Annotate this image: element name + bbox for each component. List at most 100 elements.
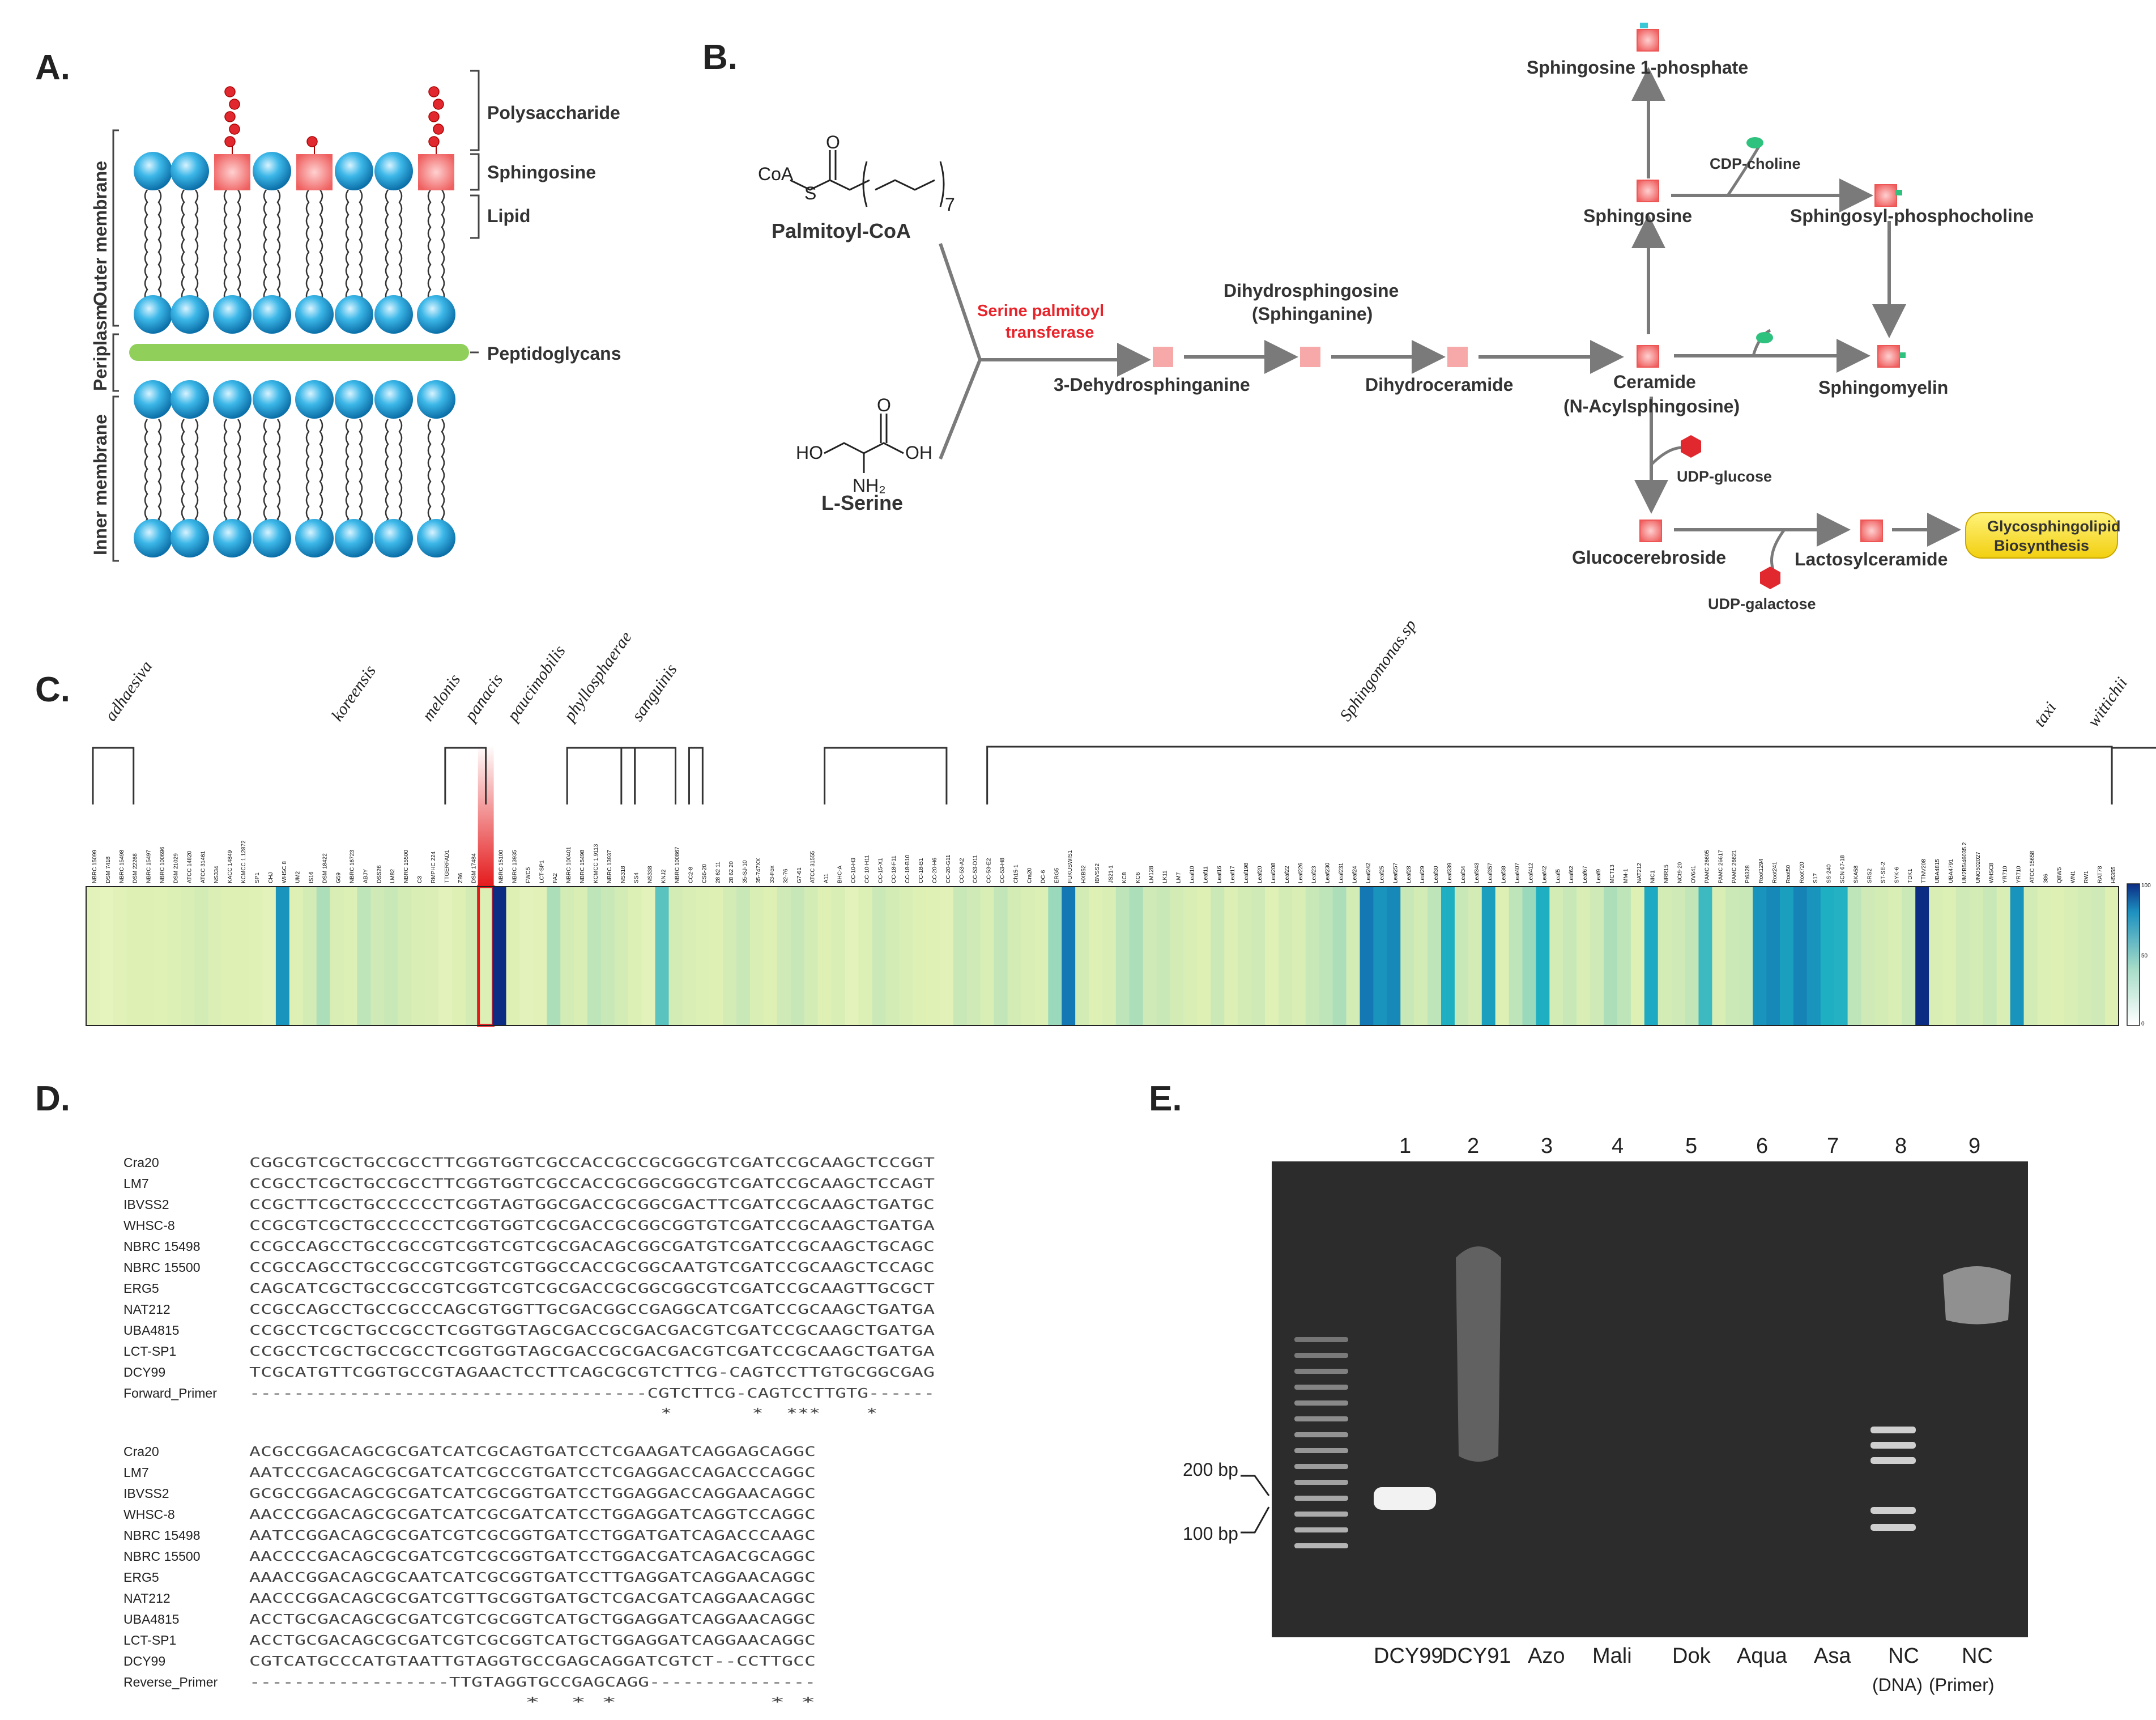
strain-label: CC-20-G11 xyxy=(945,854,952,883)
sequence-name: DCY99 xyxy=(123,1365,165,1380)
strain-label: SRS2 xyxy=(1867,868,1873,883)
ladder-band xyxy=(1294,1353,1348,1358)
node-sphingomyelin xyxy=(1877,345,1900,368)
sequence-name: DCY99 xyxy=(123,1654,165,1668)
heatmap-cell xyxy=(1373,887,1387,1025)
strain-label: Root720 xyxy=(1799,862,1805,883)
strain-label: Leaf24 xyxy=(1352,866,1358,883)
sequence-name: NAT212 xyxy=(123,1591,171,1606)
ladder-band xyxy=(1294,1337,1348,1342)
nc-dna-band xyxy=(1870,1524,1916,1531)
heatmap-cell xyxy=(1712,887,1726,1025)
heatmap-cell xyxy=(1861,887,1876,1025)
sequence-name: LM7 xyxy=(123,1176,149,1191)
colorbar-tick: 0 xyxy=(2141,1021,2145,1027)
sphingosine-head xyxy=(214,154,250,190)
strain-label: NBRC 100401 xyxy=(566,846,572,883)
gel-image xyxy=(1272,1161,2028,1637)
cdp-choline-label: CDP-choline xyxy=(1710,155,1801,172)
heatmap-cell xyxy=(492,887,507,1025)
heatmap-cell xyxy=(1644,887,1659,1025)
lipid-head-bead xyxy=(417,519,455,557)
heatmap-cell xyxy=(885,887,900,1025)
l-serine-structure xyxy=(824,414,904,473)
heatmap-cell xyxy=(1955,887,1970,1025)
sequence-name: NBRC 15500 xyxy=(123,1260,201,1275)
heatmap-cell xyxy=(1969,887,1984,1025)
lipid-head-bead xyxy=(213,295,252,334)
strain-label: Leaf9 xyxy=(1596,869,1602,883)
lane-number: 4 xyxy=(1612,1134,1624,1158)
colorbar-tick: 50 xyxy=(2141,953,2148,959)
heatmap-cell xyxy=(1780,887,1794,1025)
strain-label: NAT212 xyxy=(1637,863,1643,883)
sequence-text: ACCTGCGACAGCGCGATCGTCGCGGTCATGCTGGAGGATC… xyxy=(249,1633,816,1648)
strain-label: UBA4815 xyxy=(1935,859,1941,883)
strain-label: WN1 xyxy=(2070,870,2076,883)
lipid-tail xyxy=(144,189,148,303)
lane-sub: (Primer) xyxy=(1929,1675,1995,1695)
dihydrocer-label: Dihydroceramide xyxy=(1365,374,1513,395)
heatmap-cell xyxy=(438,887,453,1025)
sequence-text: AACCCGGACAGCGCGATCGTTGCGGTGATGCTCGACGATC… xyxy=(249,1591,816,1606)
strain-label: SS-240 xyxy=(1826,864,1833,883)
heatmap-cell xyxy=(411,887,425,1025)
species-label: paucimobilis xyxy=(503,642,569,726)
heatmap-cell xyxy=(1454,887,1469,1025)
lipid-tail xyxy=(427,419,432,532)
strain-label: Leaf231 xyxy=(1339,862,1345,883)
heatmap-cell xyxy=(1224,887,1238,1025)
lane-name: Azo xyxy=(1528,1644,1565,1668)
sequence-text: CCGCCAGCCTGCCGCCGTCGGTCGTCGCGACAGCGGCGAT… xyxy=(249,1240,935,1254)
heatmap-cell xyxy=(1698,887,1712,1025)
heatmap-cell xyxy=(167,887,182,1025)
strain-label: CC-53-D11 xyxy=(973,855,979,883)
strain-label: YR710 xyxy=(2002,866,2009,883)
lipid-tail xyxy=(144,419,148,532)
lane-name: Dok xyxy=(1672,1644,1711,1668)
strain-label: FWC5 xyxy=(525,867,531,883)
lipid-head-bead xyxy=(253,152,291,190)
lipid-tail xyxy=(385,189,389,303)
glucocerebroside-label: Glucocerebroside xyxy=(1572,547,1726,568)
lipid-tail xyxy=(181,419,185,532)
heatmap-cell xyxy=(506,887,521,1025)
choline-tag-icon xyxy=(1895,190,1902,195)
lipid-tail xyxy=(263,189,267,303)
heatmap-cell xyxy=(1888,887,1902,1025)
periplasm-label: Periplasm xyxy=(90,304,110,391)
lipid-head-bead xyxy=(171,295,209,334)
sequence-text: AACCCGGACAGCGCGATCATCGCGATCATCCTGGAGGATC… xyxy=(249,1508,816,1522)
sequence-name: NAT212 xyxy=(123,1302,171,1317)
ladder-band xyxy=(1294,1448,1348,1453)
gsl-box xyxy=(1965,512,2118,559)
udp-galactose-label: UDP-galactose xyxy=(1708,595,1816,612)
lipid-tail xyxy=(237,419,241,532)
gel-electrophoresis: 1DCY992DCY913Azo4Mali5Dok6Aqua7Asa8NC(DN… xyxy=(1183,1134,2028,1695)
species-label: panacis xyxy=(461,671,507,726)
sequence-text: ------------------------------------CGTC… xyxy=(249,1386,935,1401)
heatmap-cell xyxy=(2023,887,2038,1025)
sm-tag-icon xyxy=(1899,352,1906,358)
sequence-name: Forward_Primer xyxy=(123,1386,217,1400)
strain-label: CC-18-B1 xyxy=(918,858,924,883)
sphingosine-node-label: Sphingosine xyxy=(1583,206,1692,226)
heatmap-cell xyxy=(181,887,195,1025)
dehydro-label: 3-Dehydrosphinganine xyxy=(1054,374,1250,395)
lipid-tail xyxy=(441,419,445,532)
strain-label: KACC 14849 xyxy=(227,850,233,883)
strain-label: Root241 xyxy=(1772,862,1778,883)
strain-label: SCN 67-18 xyxy=(1840,855,1846,883)
sequence-name: LCT-SP1 xyxy=(123,1633,176,1647)
strain-label: Ch15-1 xyxy=(1013,865,1020,883)
strain-label: DSM 7418 xyxy=(105,856,112,883)
lipid-head-bead xyxy=(213,519,252,557)
dihydrosph-label-2: (Sphinganine) xyxy=(1252,304,1373,324)
lipid-head-bead xyxy=(171,152,209,190)
heatmap-cell xyxy=(1630,887,1645,1025)
lipid-head-bead xyxy=(134,380,172,419)
heatmap-cell xyxy=(1685,887,1699,1025)
heatmap-cell xyxy=(614,887,629,1025)
strain-label: Leaf20 xyxy=(1257,866,1263,883)
sequence-text: GCGCCGGACAGCGCGATCATCGCGGTGATCCTGGAGGACC… xyxy=(249,1487,816,1501)
